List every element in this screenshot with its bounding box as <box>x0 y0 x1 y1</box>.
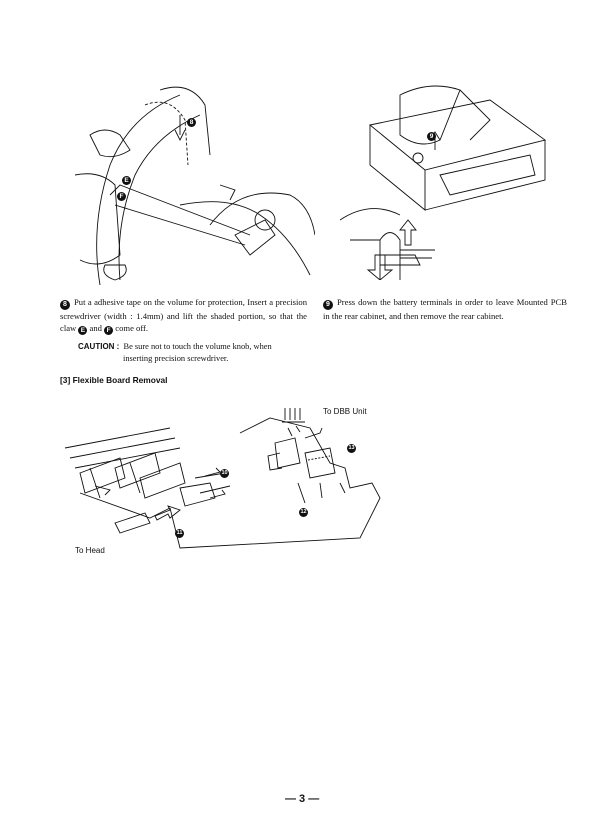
and-text: and <box>89 323 102 334</box>
caution-line-2: inserting precision screwdriver. <box>123 354 229 363</box>
callout-f: F <box>117 192 126 201</box>
figure-claw-removal: 8 E F <box>60 75 315 285</box>
callout-11: 11 <box>175 529 184 538</box>
callout-13: 13 <box>347 444 356 453</box>
section-heading: [3] Flexible Board Removal <box>60 375 168 385</box>
step-8-number: 8 <box>60 300 70 310</box>
caution-line-1: Be sure not to touch the volume knob, wh… <box>123 342 272 351</box>
callout-12: 12 <box>299 508 308 517</box>
step-9-text: Press down the battery terminals in orde… <box>323 297 567 321</box>
label-to-head: To Head <box>75 546 105 555</box>
label-to-dbb-unit: To DBB Unit <box>323 407 367 416</box>
claw-f-badge: F <box>104 326 114 336</box>
callout-10: 10 <box>220 469 229 478</box>
caution-note: CAUTION : Be sure not to touch the volum… <box>78 341 318 365</box>
figure-rear-cabinet: 9 <box>340 80 555 280</box>
callout-e: E <box>122 176 131 185</box>
callout-9: 9 <box>427 132 436 141</box>
figure-flexible-board: To DBB Unit To Head 10 11 12 13 <box>60 398 395 568</box>
step-8-text-end: come off. <box>115 323 149 334</box>
step-8-text: Put a adhesive tape on the volume for pr… <box>60 297 307 334</box>
step-9-number: 9 <box>323 300 333 310</box>
claw-e-badge: E <box>78 326 88 336</box>
callout-8: 8 <box>187 118 196 127</box>
page-number: — 3 — <box>285 793 320 805</box>
caution-label: CAUTION : <box>78 342 120 351</box>
